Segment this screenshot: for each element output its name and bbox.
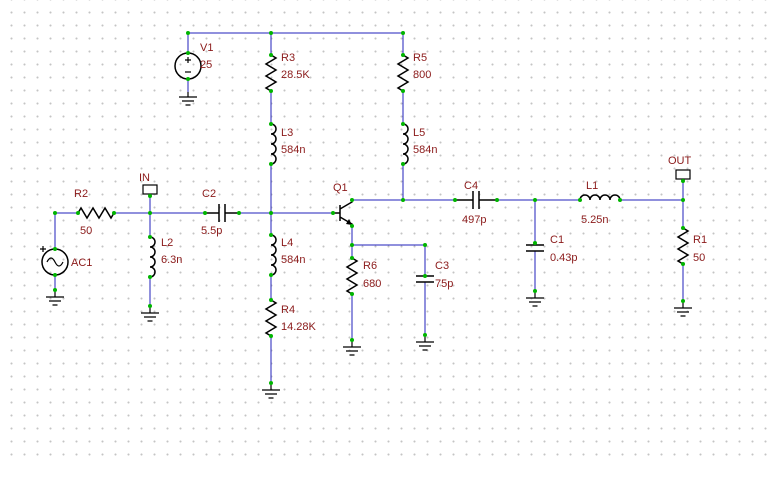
ground-symbol[interactable] <box>415 336 435 351</box>
component-R6[interactable]: R6 680 <box>346 257 381 295</box>
component-R1-value: 50 <box>693 252 705 264</box>
inductor-symbol[interactable] <box>402 123 409 165</box>
port-IN[interactable]: IN <box>139 172 158 195</box>
wires[interactable] <box>54 32 684 385</box>
component-L1[interactable]: L1 5.25n <box>579 180 621 226</box>
inductor-symbol[interactable] <box>579 194 621 201</box>
emitter-arrow-icon <box>346 219 352 225</box>
inductor-symbol[interactable] <box>149 236 156 278</box>
component-R4-value: 14.28K <box>281 321 317 333</box>
port-OUT-label: OUT <box>668 155 692 167</box>
component-C4-value: 497p <box>462 214 486 226</box>
plus-sign-icon <box>40 246 46 252</box>
input-port-symbol[interactable] <box>142 184 158 195</box>
component-R3-label: R3 <box>281 52 295 64</box>
component-L1-value: 5.25n <box>581 214 609 226</box>
ground-symbol[interactable] <box>140 307 160 322</box>
component-R5-value: 800 <box>413 69 431 81</box>
ground-symbol[interactable] <box>261 384 281 399</box>
component-R5[interactable]: R5 800 <box>397 52 431 92</box>
ground-symbol[interactable] <box>342 341 362 356</box>
component-C3-label: C3 <box>435 260 449 272</box>
component-R5-label: R5 <box>413 52 427 64</box>
sine-wave-icon <box>46 257 64 267</box>
component-L1-label: L1 <box>586 180 598 192</box>
component-R2-label: R2 <box>74 188 88 200</box>
component-L4-value: 584n <box>281 254 305 266</box>
component-R6-label: R6 <box>363 260 377 272</box>
capacitor-symbol[interactable] <box>205 204 239 222</box>
capacitor-symbol[interactable] <box>526 244 544 252</box>
component-V1-value: 25 <box>200 59 212 71</box>
component-R3[interactable]: R3 28.5K <box>265 52 310 92</box>
resistor-symbol[interactable] <box>346 257 358 295</box>
wire-ac1-r2 <box>54 212 78 249</box>
component-Q1[interactable]: Q1 <box>333 182 353 226</box>
inductor-symbol[interactable] <box>270 123 277 165</box>
component-R1-label: R1 <box>693 234 707 246</box>
component-C4[interactable]: C4 497p <box>455 180 497 226</box>
component-R4-label: R4 <box>281 304 295 316</box>
component-R2-value: 50 <box>80 225 92 237</box>
component-C2-label: C2 <box>202 188 216 200</box>
component-L2[interactable]: L2 6.3n <box>149 236 182 278</box>
component-L3-value: 584n <box>281 144 305 156</box>
component-C1-label: C1 <box>550 234 564 246</box>
voltage-source-symbol[interactable] <box>174 52 202 80</box>
ground-symbol[interactable] <box>525 292 545 307</box>
component-L2-value: 6.3n <box>161 254 182 266</box>
component-C3[interactable]: C3 75p <box>416 260 453 290</box>
capacitor-symbol[interactable] <box>455 191 497 209</box>
component-V1[interactable]: V1 25 <box>174 42 213 80</box>
component-L5-value: 584n <box>413 144 437 156</box>
component-V1-label: V1 <box>200 42 213 54</box>
component-R6-value: 680 <box>363 278 381 290</box>
ground-symbol[interactable] <box>673 302 693 317</box>
component-L2-label: L2 <box>161 237 173 249</box>
component-C1-value: 0.43p <box>550 252 578 264</box>
output-port-symbol[interactable] <box>675 169 691 180</box>
component-L3-label: L3 <box>281 127 293 139</box>
component-C4-label: C4 <box>464 180 478 192</box>
component-AC1[interactable]: AC1 <box>40 246 92 276</box>
resistor-symbol[interactable] <box>265 299 277 337</box>
component-R3-value: 28.5K <box>281 69 310 81</box>
resistor-symbol[interactable] <box>677 227 689 265</box>
port-IN-label: IN <box>139 172 150 184</box>
transistor-symbol[interactable] <box>333 200 353 226</box>
component-Q1-label: Q1 <box>333 182 348 194</box>
component-R2[interactable]: R2 50 <box>74 188 115 237</box>
canvas-right-margin <box>771 0 781 478</box>
resistor-symbol[interactable] <box>77 207 115 219</box>
component-L4[interactable]: L4 584n <box>270 234 305 276</box>
resistor-symbol[interactable] <box>265 54 277 92</box>
ground-symbol[interactable] <box>178 91 198 106</box>
component-L5[interactable]: L5 584n <box>402 123 437 165</box>
component-C1[interactable]: C1 0.43p <box>526 234 578 264</box>
canvas-bottom-margin <box>0 464 781 478</box>
component-L4-label: L4 <box>281 237 293 249</box>
component-R4[interactable]: R4 14.28K <box>265 299 317 337</box>
resistor-symbol[interactable] <box>397 54 409 92</box>
component-C2[interactable]: C2 5.5p <box>201 188 239 237</box>
port-OUT[interactable]: OUT <box>668 155 692 180</box>
component-AC1-label: AC1 <box>71 257 92 269</box>
component-C3-value: 75p <box>435 278 453 290</box>
connection-dots <box>53 31 685 385</box>
component-C2-value: 5.5p <box>201 225 222 237</box>
component-L3[interactable]: L3 584n <box>270 123 305 165</box>
inductor-symbol[interactable] <box>270 234 277 276</box>
plus-sign-icon <box>185 57 191 63</box>
component-R1[interactable]: R1 50 <box>677 227 707 265</box>
component-L5-label: L5 <box>413 127 425 139</box>
ground-symbol[interactable] <box>45 291 65 306</box>
